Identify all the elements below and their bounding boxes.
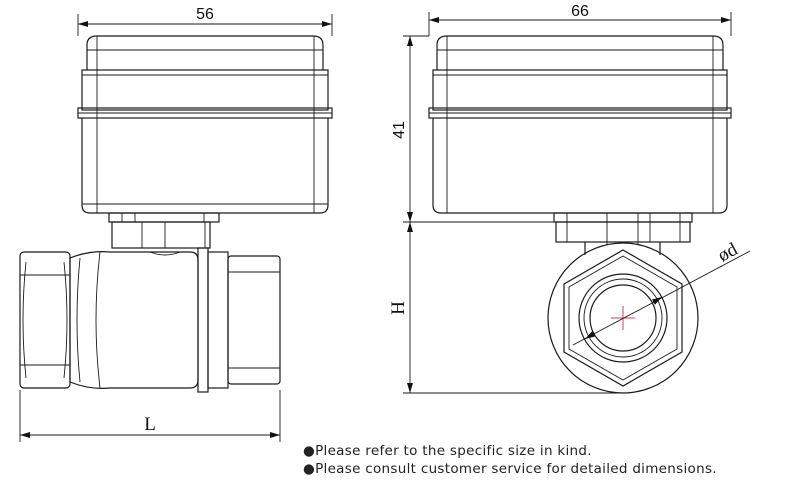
notes: ●Please refer to the specific size in ki… <box>303 442 717 478</box>
dimension-41-label: 41 <box>391 121 408 139</box>
actuator-side <box>77 35 333 214</box>
valve-port-front: ød <box>547 239 751 394</box>
stem-front <box>553 212 693 255</box>
dimension-66-label: 66 <box>571 3 589 20</box>
note-1: ●Please refer to the specific size in ki… <box>303 443 592 459</box>
dimension-66: 66 <box>428 3 732 36</box>
valve-body-side <box>19 247 281 393</box>
dimension-d-label: ød <box>714 239 741 267</box>
front-view: ød 66 41 H <box>388 3 751 394</box>
note-2: ●Please consult customer service for det… <box>303 461 717 477</box>
dimension-L-label: L <box>144 414 156 435</box>
dimension-L: L <box>19 390 281 442</box>
dimension-56: 56 <box>77 6 333 36</box>
dimension-41-H: 41 H <box>388 35 625 394</box>
side-view: 56 L <box>19 6 333 442</box>
actuator-front <box>428 35 732 214</box>
stem-side <box>108 212 220 249</box>
dimension-H-label: H <box>388 301 409 315</box>
dimension-56-label: 56 <box>196 6 214 23</box>
